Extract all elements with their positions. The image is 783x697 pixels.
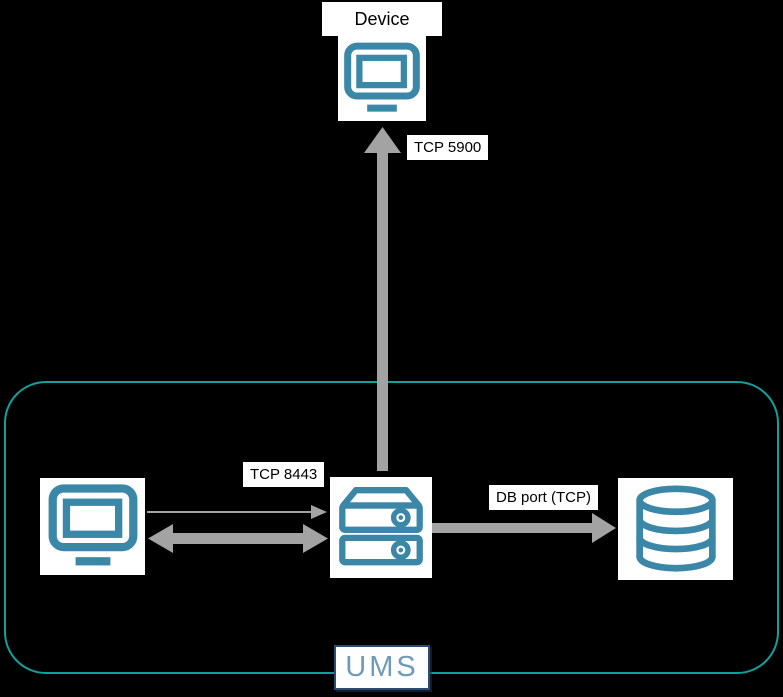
database-icon bbox=[618, 478, 733, 580]
ums-group-label: UMS bbox=[334, 645, 430, 690]
port-label-tcp-5900: TCP 5900 bbox=[406, 134, 490, 161]
console-monitor-icon bbox=[40, 478, 145, 575]
port-label-db-port: DB port (TCP) bbox=[488, 484, 600, 511]
device-monitor-icon bbox=[338, 36, 426, 121]
ums-server-icon bbox=[330, 477, 432, 578]
port-label-tcp-8443: TCP 8443 bbox=[242, 461, 326, 488]
device-label: Device bbox=[322, 2, 442, 36]
